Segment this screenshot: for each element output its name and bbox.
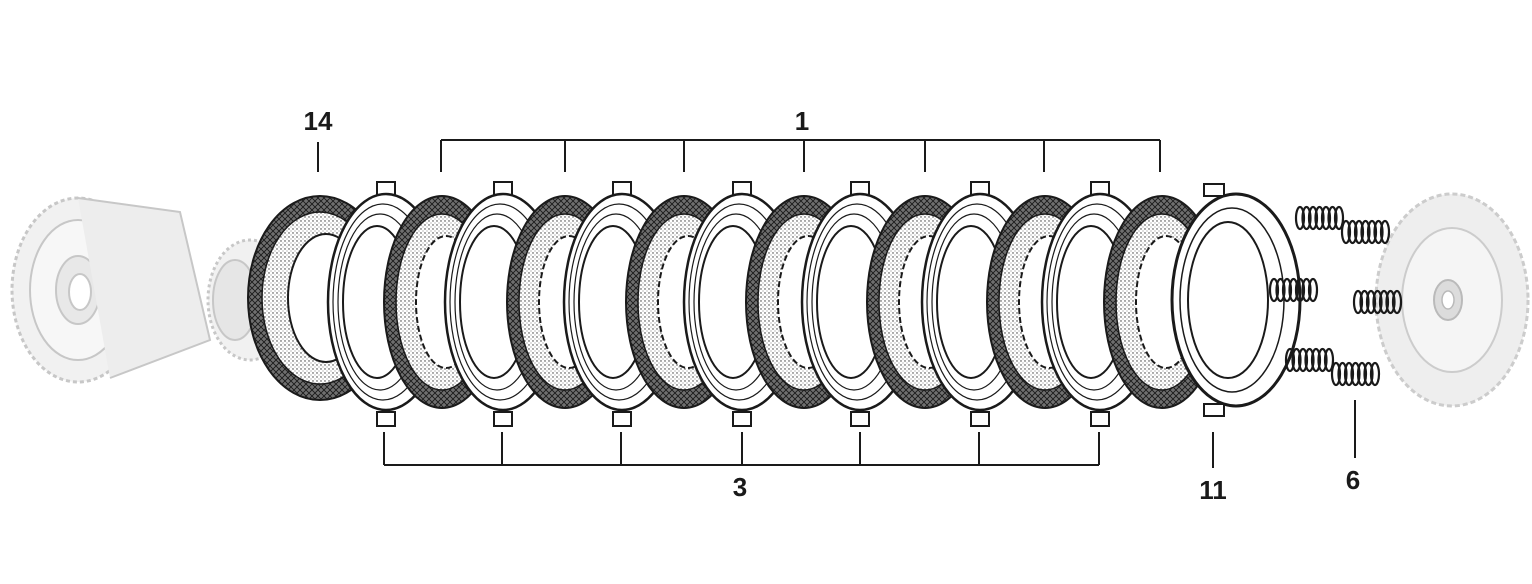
- clutch-spring: [1340, 219, 1391, 245]
- callout-3: 3: [732, 472, 748, 502]
- clutch-spring: [1352, 289, 1403, 315]
- clutch-springs-6: [1268, 205, 1403, 387]
- plate-stack: [326, 181, 1221, 427]
- clutch-spring: [1294, 205, 1345, 231]
- clutch-spring: [1284, 347, 1335, 373]
- callout-6: 6: [1345, 465, 1361, 495]
- callout-11: 11: [1199, 475, 1227, 505]
- callout-1: 1: [794, 106, 810, 136]
- clutch-basket-ghost: [10, 196, 294, 384]
- pressure-plate-11: [1170, 183, 1302, 417]
- leader-lines: [317, 139, 1356, 468]
- spring-retainer-ghost: [1374, 192, 1530, 408]
- clutch-spring: [1330, 361, 1381, 387]
- callout-14: 14: [303, 106, 333, 136]
- clutch-spring: [1268, 277, 1319, 303]
